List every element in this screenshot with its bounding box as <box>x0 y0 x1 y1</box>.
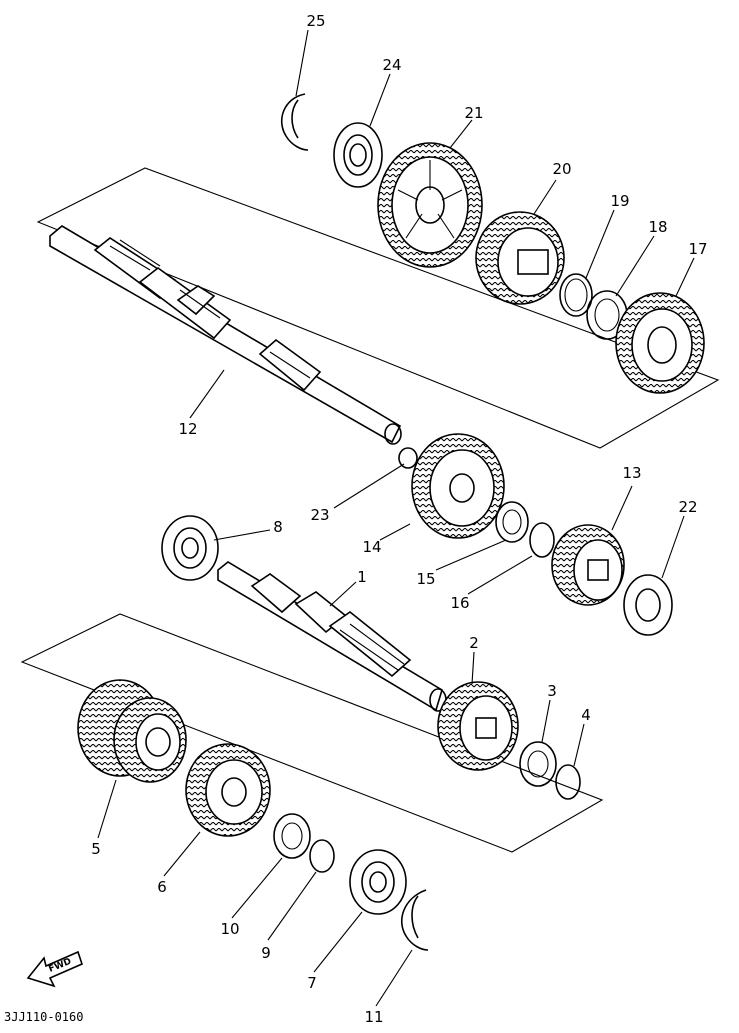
gear-20 <box>475 211 565 305</box>
drive-axle-1 <box>217 561 447 712</box>
gear-21 <box>377 142 483 268</box>
callout-6: 6 <box>157 878 167 896</box>
circlip-16 <box>529 522 555 558</box>
callout-11: 11 <box>364 1008 383 1026</box>
callout-23: 23 <box>310 506 329 524</box>
washer-10 <box>273 813 311 859</box>
callout-15: 15 <box>416 570 435 588</box>
circlip-19 <box>559 273 593 317</box>
circlip-11 <box>401 889 429 951</box>
gear-2 <box>437 681 519 771</box>
gear-5 <box>77 679 187 783</box>
circlip-9 <box>309 839 335 873</box>
callout-numbers: 25 24 21 20 19 18 17 12 23 14 8 15 16 13… <box>91 12 707 1026</box>
callout-8: 8 <box>273 518 283 536</box>
collar-23 <box>398 447 418 469</box>
callout-17: 17 <box>688 240 707 258</box>
gear-6 <box>185 743 271 837</box>
callout-19: 19 <box>610 192 629 210</box>
leader-lines <box>97 29 695 1007</box>
main-shaft-12 <box>49 225 402 445</box>
callout-7: 7 <box>307 974 317 992</box>
callout-24: 24 <box>382 56 401 74</box>
part-code: 3JJ110-0160 <box>4 1010 83 1024</box>
gear-17 <box>615 292 705 394</box>
callout-16: 16 <box>450 594 469 612</box>
callout-25: 25 <box>306 12 325 30</box>
callout-9: 9 <box>261 944 271 962</box>
callout-10: 10 <box>220 920 239 938</box>
circlip-25 <box>280 93 309 151</box>
callout-14: 14 <box>362 538 381 556</box>
bearing-7 <box>349 849 407 915</box>
callout-22: 22 <box>678 498 697 516</box>
bearing-8 <box>161 515 219 581</box>
circlip-4 <box>555 764 581 800</box>
callout-21: 21 <box>464 104 483 122</box>
callout-18: 18 <box>648 218 667 236</box>
callout-12: 12 <box>178 420 197 438</box>
callout-1: 1 <box>357 568 367 586</box>
callout-20: 20 <box>552 160 571 178</box>
fwd-arrow-icon: FWD <box>26 950 83 988</box>
bearing-24 <box>333 122 383 188</box>
upper-assembly-outline <box>36 167 720 449</box>
lower-assembly-outline <box>20 613 604 853</box>
callout-5: 5 <box>91 840 101 858</box>
bearing-22 <box>623 574 673 636</box>
gear-14 <box>411 433 505 539</box>
callout-3: 3 <box>547 682 557 700</box>
callout-4: 4 <box>581 706 591 724</box>
washer-15 <box>495 501 529 543</box>
washer-3 <box>519 741 557 787</box>
gear-13 <box>551 524 625 606</box>
callout-2: 2 <box>469 634 479 652</box>
callout-13: 13 <box>622 464 641 482</box>
